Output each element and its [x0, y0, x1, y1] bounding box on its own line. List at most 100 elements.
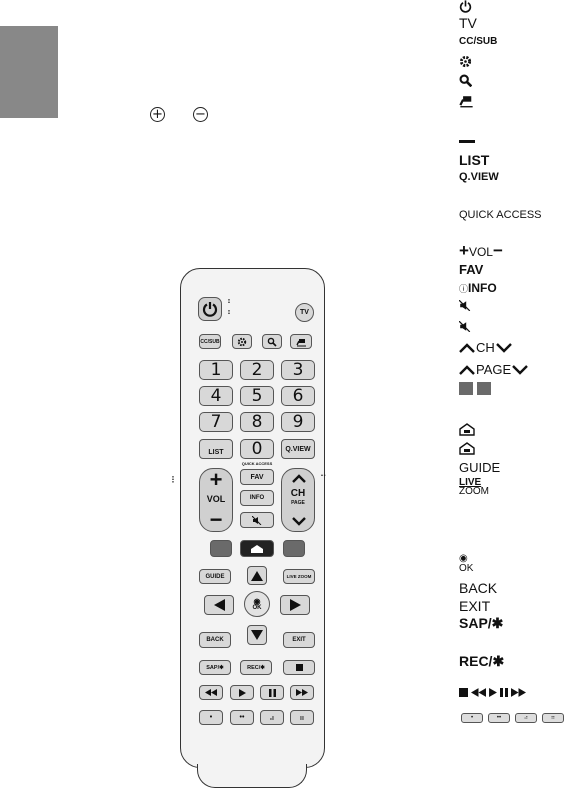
- list-button[interactable]: LIST: [199, 439, 233, 459]
- function-button-3[interactable]: ⠴: [260, 710, 284, 725]
- home-icon: [251, 544, 263, 553]
- left-button[interactable]: [204, 595, 234, 615]
- function-button-1[interactable]: •: [199, 710, 223, 725]
- fav-button[interactable]: FAV: [240, 469, 274, 485]
- legend-guide: GUIDE: [459, 460, 501, 475]
- power-button[interactable]: [198, 297, 222, 321]
- power-icon: [202, 302, 218, 317]
- legend-sap: SAP/✱: [459, 615, 504, 631]
- legend-list: LIST: [459, 152, 490, 168]
- legend-quick-access: QUICK ACCESS: [459, 209, 542, 221]
- stop-button[interactable]: [283, 660, 315, 675]
- search-button[interactable]: [262, 334, 282, 349]
- back-button[interactable]: BACK: [199, 632, 231, 648]
- legend-tv: TV: [459, 15, 477, 31]
- number-9-button[interactable]: 9: [281, 412, 315, 432]
- pause-button[interactable]: [260, 685, 284, 700]
- braille-dots: ⠇: [171, 475, 178, 485]
- rewind-button[interactable]: [199, 685, 223, 700]
- number-5-button[interactable]: 5: [240, 386, 274, 406]
- fast-forward-icon: [296, 689, 308, 696]
- number-7-button[interactable]: 7: [199, 412, 233, 432]
- tv-button[interactable]: TV: [295, 303, 314, 322]
- volume-rocker[interactable]: + VOL −: [199, 468, 233, 532]
- cc-sub-button[interactable]: CC/SUB: [199, 334, 221, 349]
- number-0-button[interactable]: 0: [240, 439, 274, 459]
- color-button-left[interactable]: [210, 540, 232, 557]
- legend-page: PAGE: [459, 362, 529, 377]
- guide-button[interactable]: GUIDE: [199, 569, 231, 584]
- legend-exit: EXIT: [459, 598, 491, 614]
- rec-button[interactable]: REC/✱: [240, 660, 272, 675]
- number-1-button[interactable]: 1: [199, 360, 233, 380]
- legend-vol-label: VOL: [468, 245, 493, 259]
- search-icon: [459, 74, 472, 87]
- fast-forward-button[interactable]: [290, 685, 314, 700]
- function-pill-1: •: [461, 713, 483, 723]
- stop-icon: [459, 688, 468, 697]
- home-icon: [459, 423, 475, 436]
- quick-access-label: QUICK ACCESS: [241, 461, 273, 466]
- live-zoom-button[interactable]: LIVE ZOOM: [283, 569, 315, 584]
- legend-color-buttons: [459, 382, 495, 400]
- legend-ch: CH: [459, 340, 512, 355]
- number-6-button[interactable]: 6: [281, 386, 315, 406]
- braille-dots: ⠃⠃: [227, 298, 234, 319]
- ok-label: OK: [252, 604, 262, 611]
- function-pill-3: ⠴: [515, 713, 537, 723]
- home-button[interactable]: [240, 540, 274, 557]
- function-pill-2: ••: [488, 713, 510, 723]
- play-icon: [489, 688, 497, 697]
- q-view-button[interactable]: Q.VIEW: [281, 439, 315, 459]
- mute-button[interactable]: [240, 512, 274, 528]
- braille-dots: ⠒: [320, 471, 327, 481]
- channel-rocker[interactable]: CH PAGE: [281, 468, 315, 532]
- legend-power: [459, 0, 472, 13]
- number-3-button[interactable]: 3: [281, 360, 315, 380]
- legend-q-view: Q.VIEW: [459, 171, 499, 183]
- chevron-down-icon: [495, 342, 512, 353]
- number-4-button[interactable]: 4: [199, 386, 233, 406]
- settings-gear-icon: [459, 55, 472, 68]
- legend-input: [459, 94, 474, 108]
- legend-playback: [459, 688, 526, 697]
- legend-home-2: [459, 442, 475, 455]
- exit-button[interactable]: EXIT: [283, 632, 315, 648]
- function-button-2[interactable]: ••: [230, 710, 254, 725]
- info-button[interactable]: INFO: [240, 490, 274, 506]
- color-square: [459, 382, 473, 395]
- plus-circle-icon: +: [150, 107, 165, 122]
- chevron-down-icon: [512, 364, 529, 375]
- power-icon: [459, 0, 472, 13]
- search-icon: [267, 337, 277, 347]
- sap-button[interactable]: SAP/✱: [199, 660, 231, 675]
- color-button-right[interactable]: [283, 540, 305, 557]
- fast-forward-icon: [511, 688, 526, 697]
- legend-settings: [459, 55, 472, 68]
- home-icon: [459, 442, 475, 455]
- language-tab: [0, 26, 58, 118]
- function-button-4[interactable]: ⠶: [290, 710, 314, 725]
- settings-button[interactable]: [232, 334, 252, 349]
- down-button[interactable]: [247, 625, 267, 645]
- legend-zoom: ZOOM: [459, 486, 489, 497]
- page-label: PAGE: [291, 500, 305, 506]
- legend-info-label: INFO: [468, 281, 497, 295]
- legend-vol: +VOL−: [459, 241, 503, 260]
- legend-info: ⓘINFO: [459, 281, 497, 295]
- right-button[interactable]: [280, 595, 310, 615]
- function-pill-4: ⠶: [542, 713, 564, 723]
- minus-circle-icon: −: [193, 107, 208, 122]
- ok-button[interactable]: ◉OK: [244, 591, 270, 617]
- number-8-button[interactable]: 8: [240, 412, 274, 432]
- mute-icon: [459, 321, 471, 332]
- number-2-button[interactable]: 2: [240, 360, 274, 380]
- input-button[interactable]: [290, 334, 312, 349]
- play-icon: [238, 688, 246, 697]
- chevron-up-icon: [459, 342, 475, 353]
- up-button[interactable]: [247, 566, 267, 585]
- play-button[interactable]: [230, 685, 254, 700]
- vol-label: VOL: [206, 494, 226, 504]
- color-square: [477, 382, 491, 395]
- legend-dash: [459, 140, 475, 143]
